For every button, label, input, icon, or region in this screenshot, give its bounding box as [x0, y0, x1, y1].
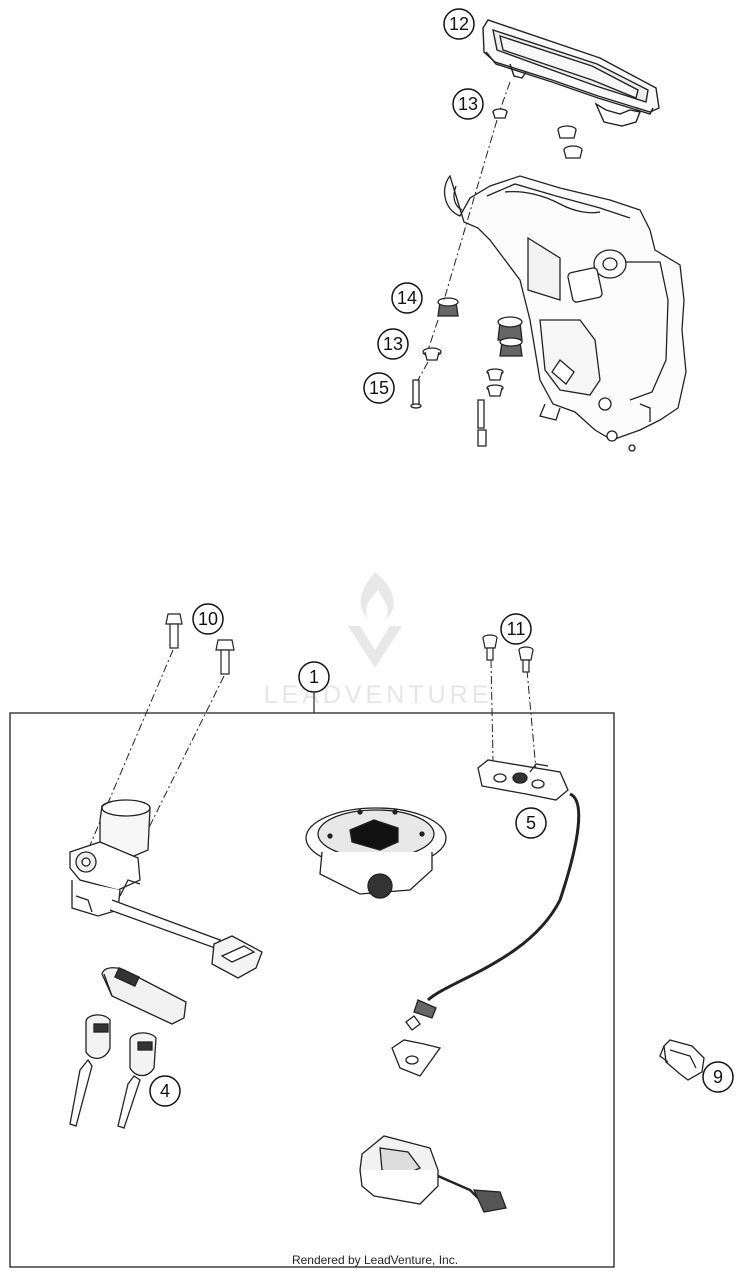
ignition-keys — [69, 1014, 157, 1129]
footer-credit: Rendered by LeadVenture, Inc. — [291, 1253, 459, 1267]
control-unit-harness — [359, 1135, 507, 1213]
callout-12-label: 12 — [449, 14, 469, 34]
upper-leader-lines — [417, 81, 511, 381]
callout-15-label: 15 — [369, 378, 389, 398]
callout-10: 10 — [192, 603, 224, 635]
callout-1: 1 — [298, 661, 330, 693]
sensor-screws — [482, 634, 534, 673]
callout-14-label: 14 — [397, 288, 417, 308]
ignition-lock-screws — [165, 613, 235, 675]
sensor-with-cable — [391, 759, 581, 1077]
fuel-tank-cap — [305, 807, 447, 899]
callout-11: 11 — [500, 613, 532, 645]
upper-rubber-bushings — [410, 108, 583, 447]
callout-11-label: 11 — [507, 619, 526, 639]
kit-boundary-box — [9, 712, 615, 1268]
callout-9-label: 9 — [713, 1067, 723, 1087]
leadventure-watermark: LEADVENTURE — [264, 572, 493, 709]
ignition-lock — [69, 799, 263, 979]
callout-12: 12 — [443, 8, 475, 40]
callout-13-upper: 13 — [452, 88, 484, 120]
callout-4: 4 — [149, 1075, 181, 1107]
callout-5-label: 5 — [526, 813, 536, 833]
dashboard-display — [482, 19, 660, 127]
key-blank — [101, 966, 187, 1025]
instrument-bracket — [443, 174, 687, 452]
watermark-text: LEADVENTURE — [264, 681, 493, 709]
callout-5: 5 — [515, 807, 547, 839]
callout-9: 9 — [702, 1061, 734, 1093]
callout-15: 15 — [363, 372, 395, 404]
callout-10-label: 10 — [198, 609, 218, 629]
callout-13-lower-label: 13 — [383, 334, 403, 354]
callout-1-label: 1 — [309, 667, 319, 687]
callout-13-lower: 13 — [377, 328, 409, 360]
callout-14: 14 — [391, 282, 423, 314]
callout-4-label: 4 — [160, 1081, 170, 1101]
connector-clip — [659, 1039, 705, 1081]
callout-13-upper-label: 13 — [458, 94, 478, 114]
